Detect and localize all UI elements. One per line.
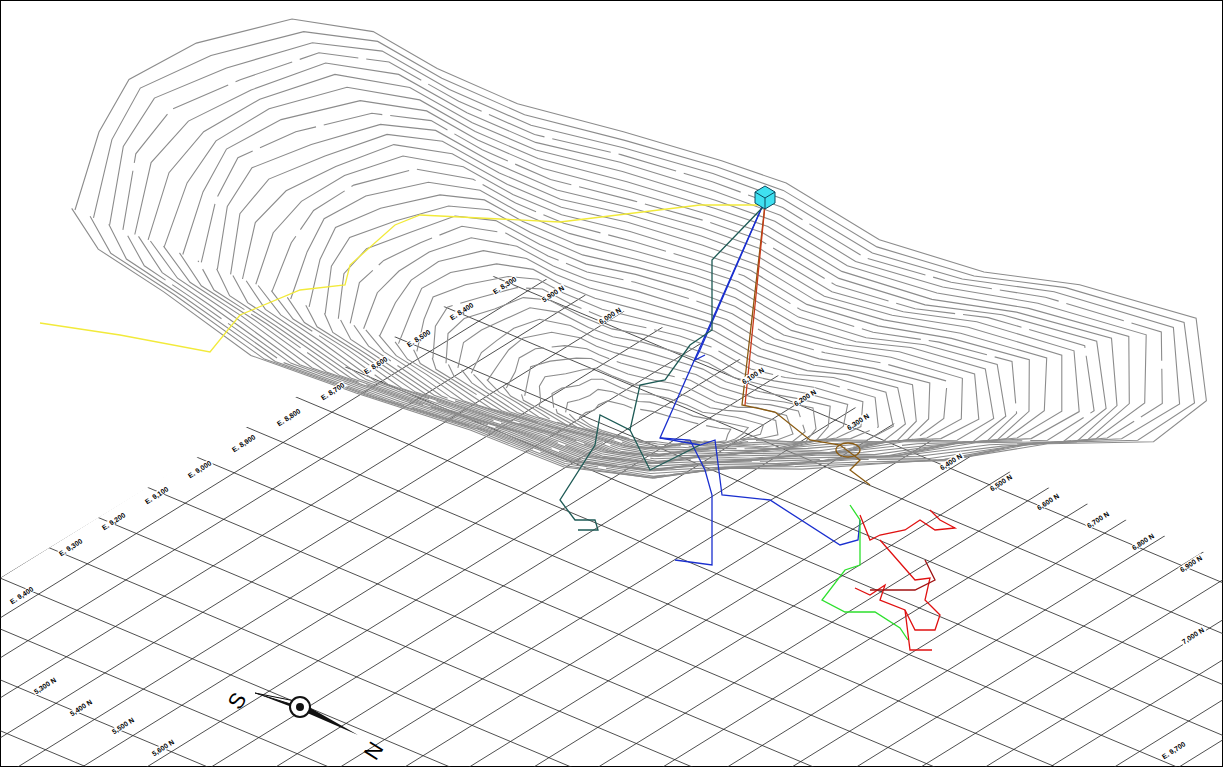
grid-coordinate: E. 9,000 [186,459,213,480]
compass-letter: S [222,688,252,714]
blue-drift [660,438,712,565]
grid-coordinate: 5,600 N [150,738,176,758]
grid-coordinate: 7,000 N [1180,626,1206,646]
grid-coordinate: E. 8,400 [448,301,475,322]
underground-workings [40,200,955,650]
grid-coordinate: E. 8,900 [230,433,257,454]
grid-coordinate: 6,600 N [1035,492,1061,512]
blue-drift [695,200,765,360]
pit-contours [72,19,1207,478]
grid-coordinate: E. 9,400 [8,585,35,606]
grid-coordinate: 6,900 N [1178,554,1204,574]
red-drift [855,540,940,630]
brown-drift [742,205,870,485]
grid-coordinate: E. 9,300 [57,537,84,558]
grid-coordinate: 5,400 N [68,698,94,718]
grid-coordinate: 5,900 N [540,284,566,304]
yellow-ramp [40,205,765,352]
red-drift [870,560,935,590]
north-arrow [255,693,358,735]
shaft-loop [836,443,860,457]
grid-coordinate: 5,300 N [32,676,58,696]
grid-coordinate: 6,200 N [792,388,818,408]
grid-coordinate: E. 9,700 [1160,740,1187,761]
teal-drift [560,205,765,530]
grid-coordinate: 6,700 N [1085,510,1111,530]
blue-drift [660,200,860,545]
compass-letter: N [359,737,389,764]
grid-coordinate: 5,500 N [110,716,136,736]
grid-coordinate: E. 9,200 [100,511,127,532]
red-drift [860,510,955,540]
grid-coordinate: E. 8,800 [275,407,302,428]
shaft-icon [755,186,775,209]
teal-drift [630,430,700,470]
grid-coordinate: 6,800 N [1130,532,1156,552]
green-drift [822,505,908,640]
red-drift [905,610,932,650]
grid-coordinate: 6,300 N [845,412,871,432]
